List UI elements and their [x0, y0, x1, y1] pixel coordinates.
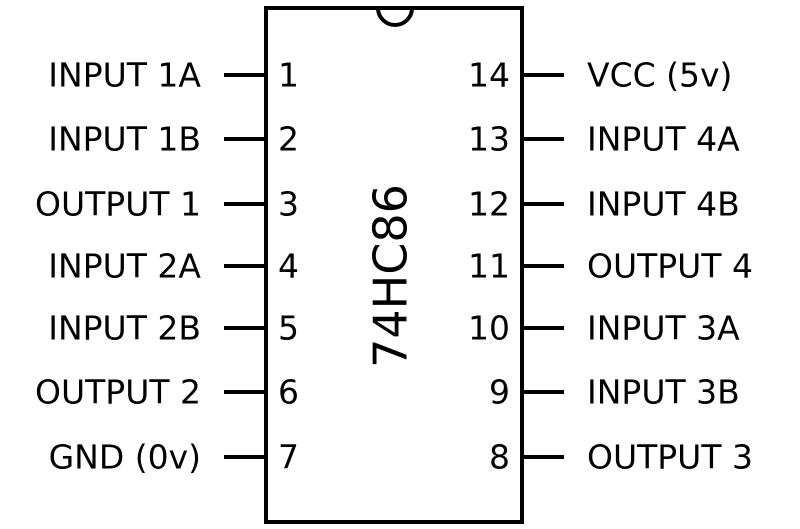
pin-number: 14: [468, 56, 510, 95]
pin-label: OUTPUT 2: [35, 373, 201, 412]
pin-label: INPUT 3B: [587, 373, 740, 412]
pin-label: OUTPUT 1: [35, 185, 201, 224]
pin-label: GND (0v): [49, 438, 201, 477]
pin-label: OUTPUT 4: [587, 247, 753, 286]
pin-number: 10: [468, 309, 510, 348]
pin-label: INPUT 2A: [48, 247, 201, 286]
pin-label: VCC (5v): [587, 56, 732, 95]
pin-label: INPUT 4A: [587, 120, 740, 159]
pin-number: 12: [468, 185, 510, 224]
pin-number: 5: [278, 309, 299, 348]
pin-label: INPUT 2B: [48, 309, 201, 348]
pin-number: 4: [278, 247, 299, 286]
pin-number: 3: [278, 185, 299, 224]
pin-number: 7: [278, 438, 299, 477]
orientation-notch-icon: [376, 7, 414, 27]
pin-number: 6: [278, 373, 299, 412]
pin-label: INPUT 3A: [587, 309, 740, 348]
pin-number: 8: [489, 438, 510, 477]
pin-number: 1: [278, 56, 299, 95]
pin-number: 2: [278, 120, 299, 159]
pin-number: 11: [468, 247, 510, 286]
pin-label: INPUT 1B: [48, 120, 201, 159]
right-pin-group: 14 VCC (5v) 13 INPUT 4A 12 INPUT 4B 11 OUTPUT 4…: [468, 56, 753, 477]
chip-part-number: 74HC86: [364, 184, 418, 368]
pin-number: 9: [489, 373, 510, 412]
pin-label: INPUT 1A: [48, 56, 201, 95]
pin-label: OUTPUT 3: [587, 438, 753, 477]
pin-label: INPUT 4B: [587, 185, 740, 224]
pin-number: 13: [468, 120, 510, 159]
